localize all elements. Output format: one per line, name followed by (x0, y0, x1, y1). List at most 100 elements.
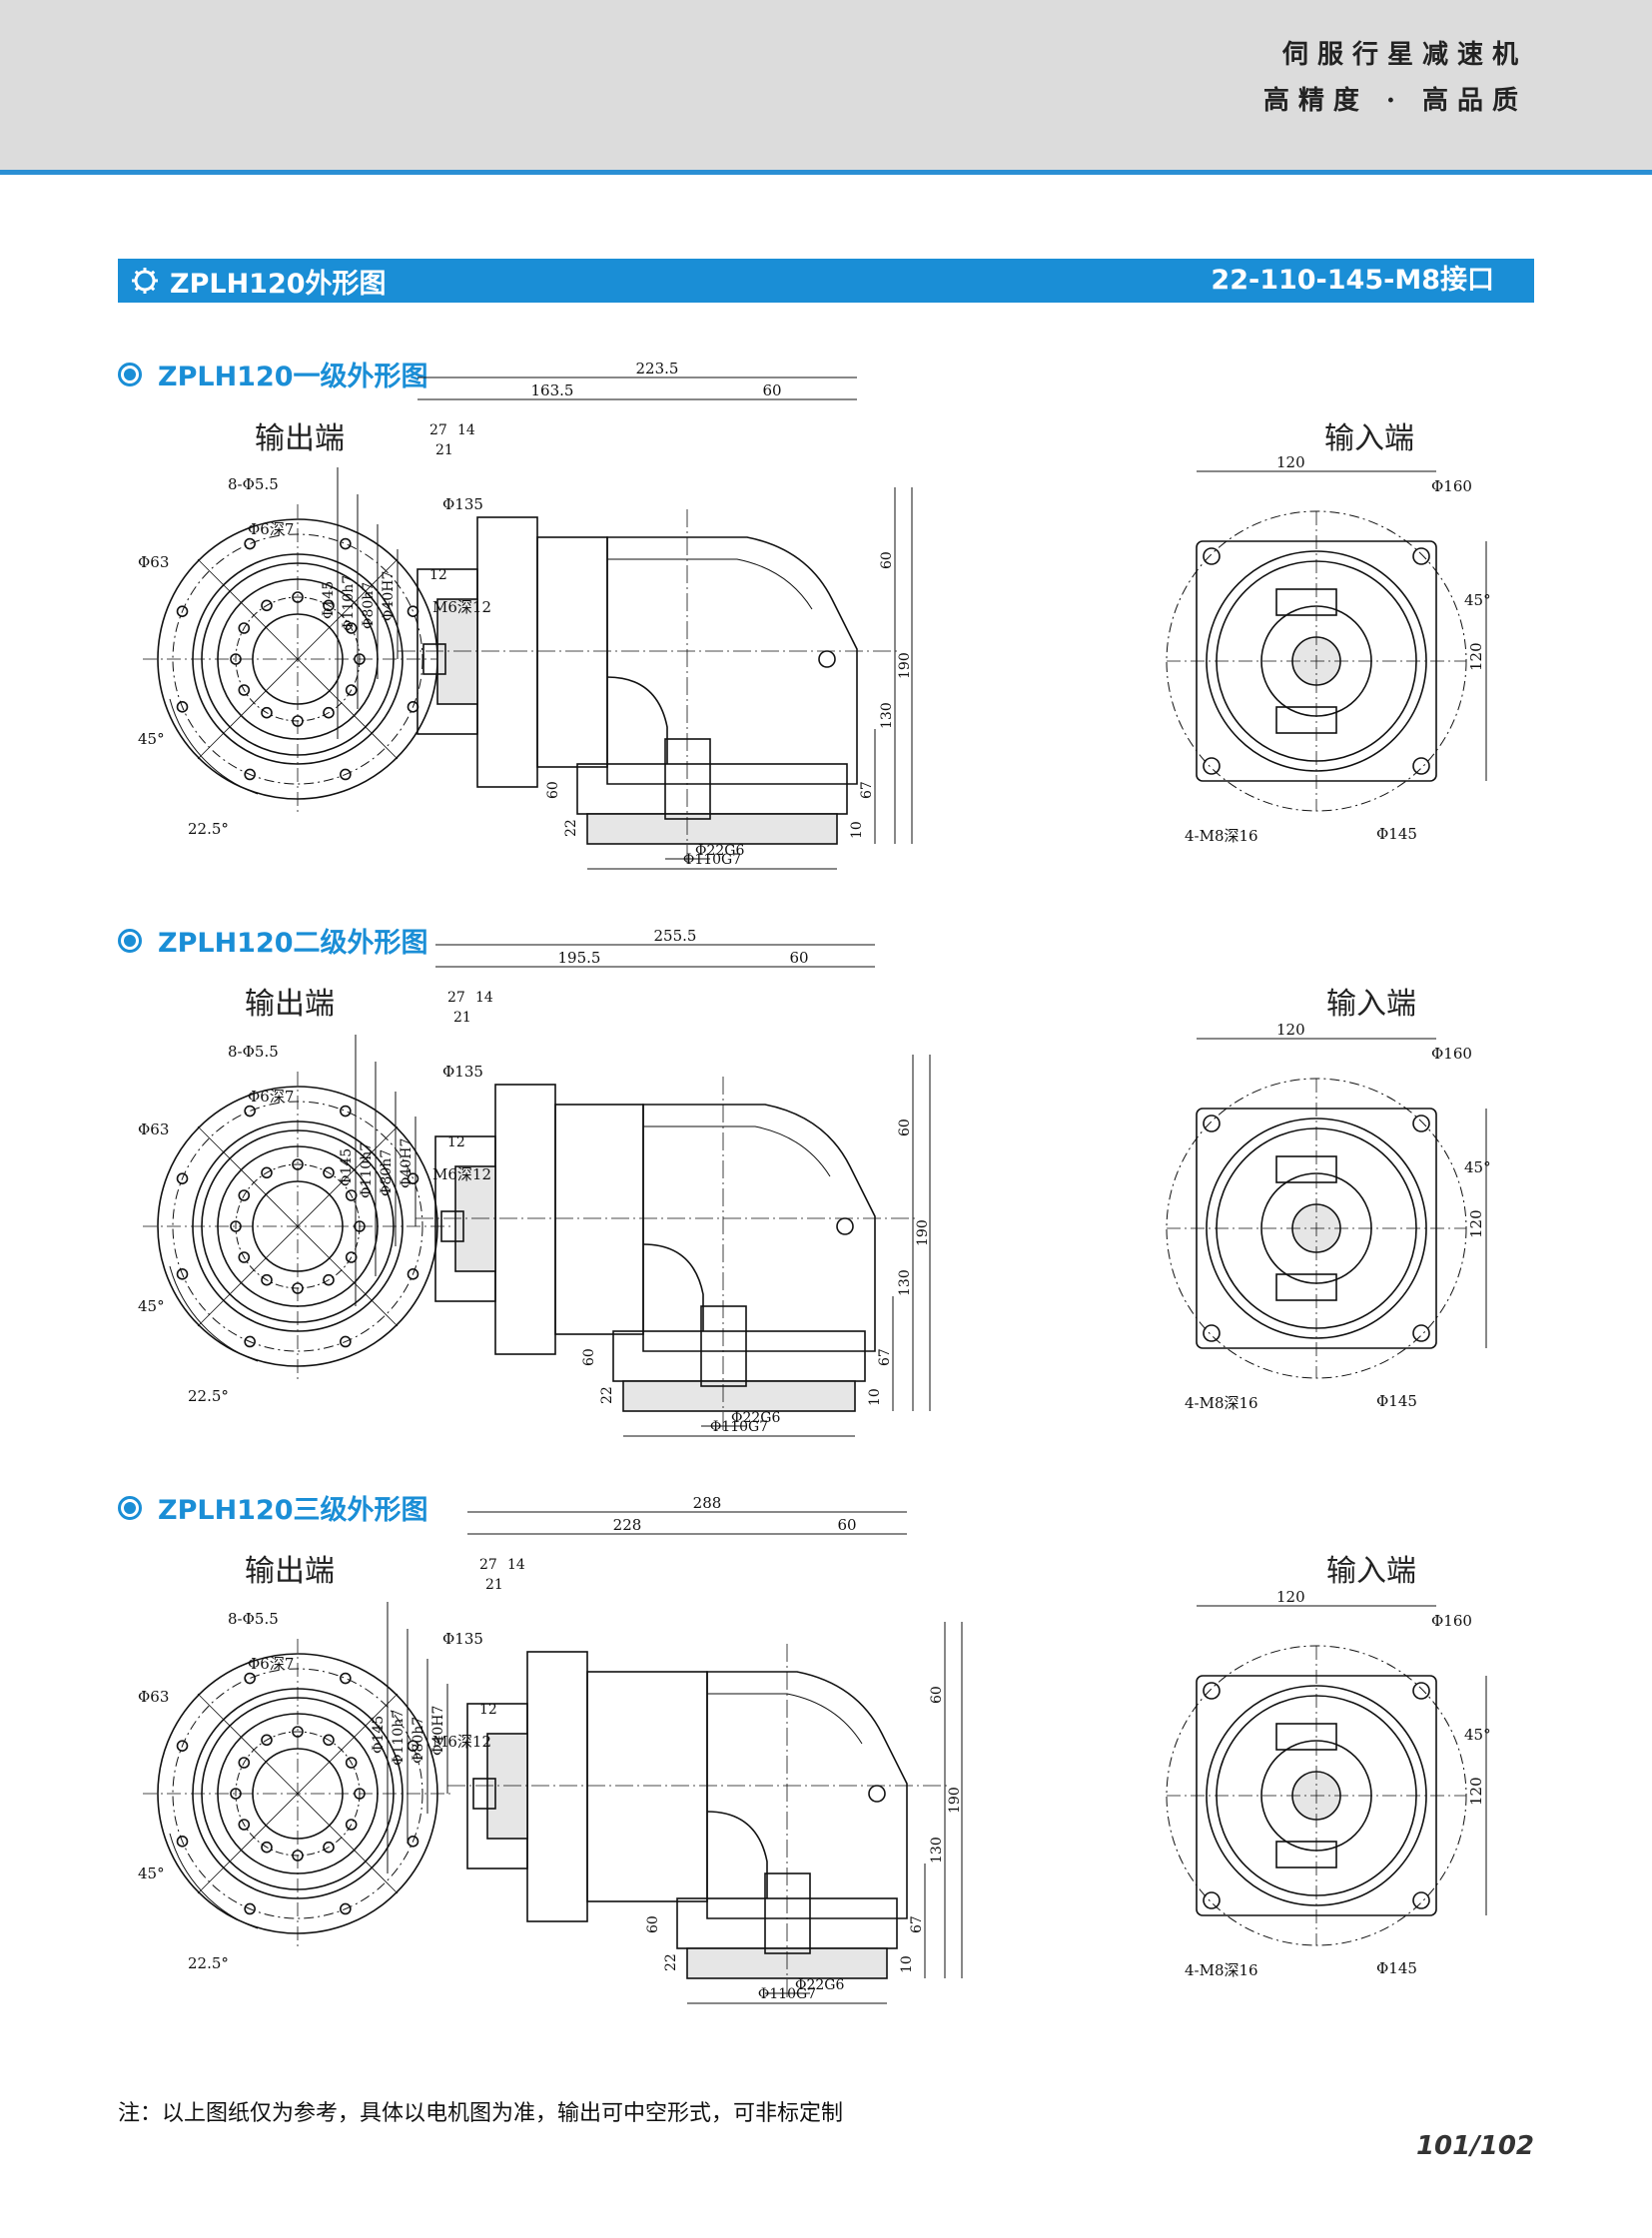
slogan-line2: 高精度 · 高品质 (1262, 86, 1527, 116)
dim-h67: 67 (877, 1348, 893, 1366)
dim-d80: Φ80h7 (379, 1149, 395, 1196)
dim-bolt-holes: 8-Φ5.5 (228, 1043, 279, 1061)
mounting-hole (1203, 1891, 1221, 1909)
dim-v120: 120 (1467, 1209, 1485, 1238)
dim-m8: 4-M8深16 (1185, 1961, 1258, 1979)
gear-housing (586, 1671, 708, 1902)
dim-12: 12 (479, 1702, 497, 1718)
dim-v120: 120 (1467, 642, 1485, 671)
dim-d160: Φ160 (1431, 1612, 1472, 1630)
clamp-ring-bottom (1275, 706, 1337, 734)
right-angle-housing (642, 1104, 876, 1352)
input-flange-section (586, 813, 838, 845)
dim-total-length: 255.5 (654, 927, 697, 945)
mounting-hole (1203, 757, 1221, 775)
bolt-hole (407, 1268, 419, 1280)
leader-line (197, 1125, 399, 1327)
tapped-hole (345, 1251, 358, 1263)
tapped-hole (323, 1841, 335, 1854)
bolt-hole (176, 701, 189, 713)
dim-bolt-holes: 8-Φ5.5 (228, 1610, 279, 1628)
dim-total-length: 288 (693, 1494, 722, 1512)
dim-m6: M6深12 (432, 1165, 491, 1183)
tapped-hole (238, 1757, 251, 1769)
dim-d160: Φ160 (1431, 1045, 1472, 1063)
bolt-hole (340, 1105, 352, 1118)
tapped-hole (345, 1819, 358, 1831)
page-title: ZPLH120外形图 (170, 268, 387, 300)
dim-27: 27 (479, 1557, 497, 1573)
dim-h130: 130 (897, 1269, 913, 1296)
leader-line (197, 558, 399, 760)
dim-14: 14 (457, 422, 475, 438)
tapped-hole (238, 1819, 251, 1831)
input-adapter (612, 1330, 866, 1382)
output-flange (526, 1651, 588, 1922)
housing-inner-line (707, 1693, 863, 1745)
keyway (422, 643, 446, 675)
output-shaft-section (436, 598, 478, 705)
dim-h190: 190 (897, 652, 913, 679)
dim-input-length: 60 (837, 1516, 856, 1534)
tapped-hole (261, 599, 273, 612)
output-shaft-section (454, 1165, 496, 1272)
interface-spec: 22-110-145-M8接口 (1211, 265, 1494, 296)
section-heading-2: ZPLH120二级外形图 (118, 921, 428, 960)
bolt-hole (244, 1105, 256, 1118)
mounting-hole (1203, 1115, 1221, 1132)
housing-inner-line (643, 1125, 831, 1177)
dim-pin: Φ6深7 (248, 1088, 294, 1106)
title-group: ZPLH120外形图 (130, 259, 387, 303)
dim-d40: Φ40H7 (399, 1138, 414, 1188)
inner-pipe (706, 1811, 768, 1898)
clamp-ring-top (1275, 1723, 1337, 1751)
dim-body-length: 195.5 (558, 949, 601, 967)
dim-h190: 190 (915, 1219, 931, 1246)
gear-housing (554, 1104, 644, 1335)
output-flange (494, 1084, 556, 1355)
output-end-label-3: 输出端 (245, 1554, 335, 1589)
leader-line (197, 1693, 399, 1894)
dim-27: 27 (429, 422, 447, 438)
bolt-hole (176, 1172, 189, 1184)
page-header (0, 0, 1652, 170)
dim-d135: Φ135 (442, 1063, 483, 1081)
tapped-hole (238, 622, 251, 634)
breather-hole (818, 650, 836, 668)
right-angle-housing (606, 536, 858, 785)
dim-d110g7: Φ110G7 (758, 1986, 816, 2002)
mounting-hole (1412, 1682, 1430, 1700)
dim-bolt-holes: 8-Φ5.5 (228, 475, 279, 493)
dim-m8: 4-M8深16 (1185, 827, 1258, 845)
dim-angle45: 45° (138, 1865, 165, 1882)
dim-m6: M6深12 (432, 1733, 491, 1751)
bolt-hole (244, 537, 256, 550)
inner-pipe (606, 676, 668, 764)
dim-h22: 22 (563, 819, 579, 837)
tapped-hole (261, 1734, 273, 1747)
dim-sq120: 120 (1276, 453, 1305, 471)
dim-m8: 4-M8深16 (1185, 1394, 1258, 1412)
dim-h10: 10 (899, 1955, 915, 1973)
output-shaft-section (486, 1733, 528, 1840)
dim-12: 12 (447, 1134, 465, 1150)
dim-body-length: 163.5 (531, 381, 574, 399)
dim-d160: Φ160 (1431, 477, 1472, 495)
dim-h130: 130 (879, 702, 895, 729)
dim-d145: Φ145 (371, 1716, 387, 1754)
bullet-icon (118, 928, 142, 953)
dim-d80: Φ80h7 (411, 1717, 426, 1764)
mounting-hole (1203, 1324, 1221, 1342)
angle-arc (169, 1265, 259, 1362)
mounting-hole (1412, 1115, 1430, 1132)
mounting-hole (1203, 1682, 1221, 1700)
input-end-label-1: 输入端 (1324, 421, 1414, 456)
dim-total-length: 223.5 (636, 360, 679, 377)
output-flange (476, 516, 538, 788)
input-bore (700, 1305, 747, 1387)
clamp-ring-bottom (1275, 1841, 1337, 1868)
bolt-hole (176, 605, 189, 617)
breather-hole (868, 1785, 886, 1803)
tapped-hole (323, 1273, 335, 1286)
